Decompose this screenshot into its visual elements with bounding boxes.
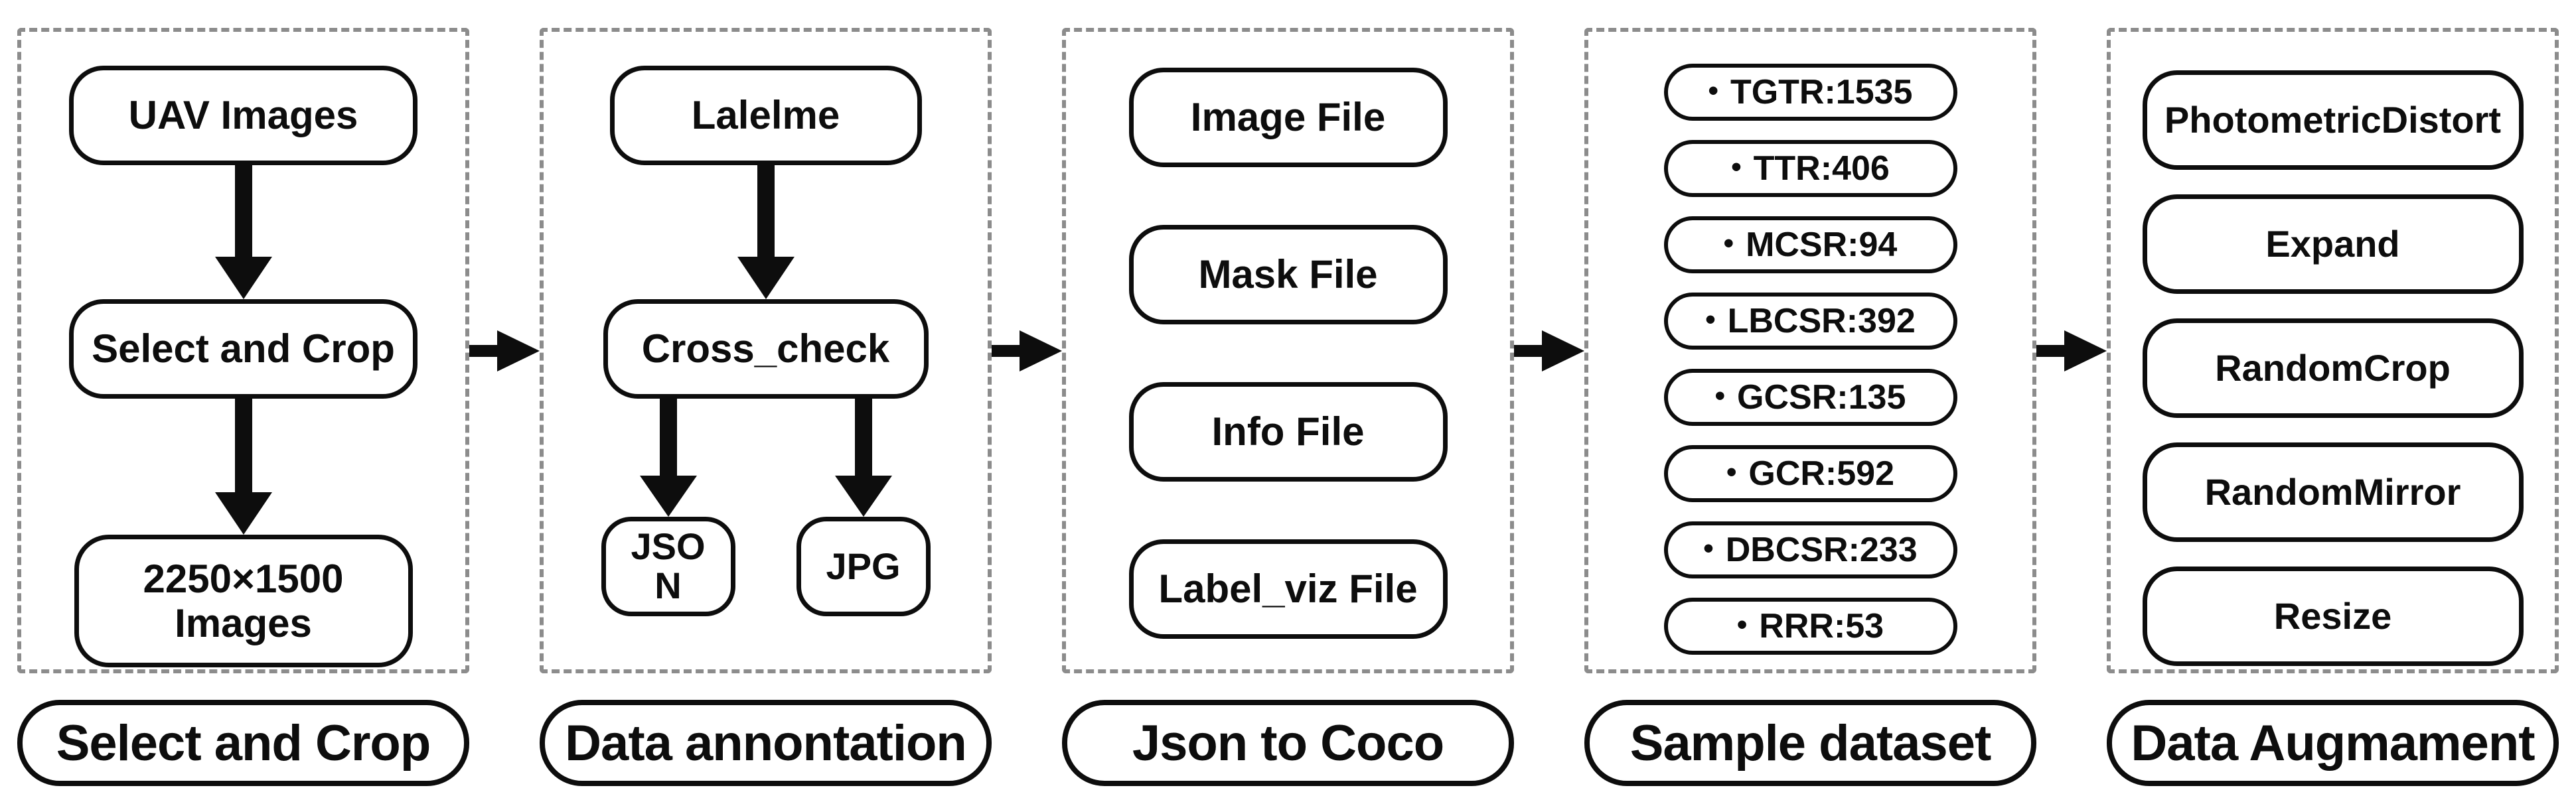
arrow-down-icon — [214, 165, 272, 299]
arrow-down-icon — [737, 165, 795, 299]
stage-select-and-crop: UAV Images Select and Crop 2250×1500 Ima… — [17, 28, 469, 786]
stage-label-json-to-coco-text: Json to Coco — [1132, 714, 1444, 771]
node-random-mirror-label: RandomMirror — [2204, 470, 2461, 513]
class-count-label: GCSR:135 — [1737, 378, 1906, 417]
node-select-and-crop: Select and Crop — [69, 299, 417, 399]
stage-json-to-coco-box: Image File Mask File Info File Label_viz… — [1062, 28, 1514, 673]
stage-json-to-coco: Image File Mask File Info File Label_viz… — [1062, 28, 1514, 786]
stage-label-select-and-crop: Select and Crop — [17, 700, 469, 786]
node-resize: Resize — [2142, 567, 2524, 666]
node-jpg-label: JPG — [826, 545, 901, 587]
stage-label-data-annontation: Data annontation — [540, 700, 992, 786]
stage-data-annontation-box: Lalelme Cross_check — [540, 28, 992, 673]
node-random-crop: RandomCrop — [2142, 318, 2524, 418]
arrow-right-icon — [1514, 330, 1584, 371]
node-2250x1500-images: 2250×1500 Images — [74, 535, 413, 667]
node-random-crop-label: RandomCrop — [2215, 346, 2451, 389]
stage-label-data-augmament: Data Augmament — [2107, 700, 2559, 786]
stage-label-json-to-coco: Json to Coco — [1062, 700, 1514, 786]
node-json-label: JSON — [631, 525, 706, 606]
stage-label-data-augmament-text: Data Augmament — [2131, 714, 2535, 771]
node-label-viz-file-label: Label_viz File — [1158, 567, 1418, 612]
node-labelme: Lalelme — [609, 66, 922, 165]
class-count-label: LBCSR:392 — [1727, 302, 1916, 340]
stage-connector — [1514, 28, 1584, 673]
bullet-icon: • — [1726, 456, 1737, 488]
bullet-icon: • — [1714, 379, 1726, 412]
node-class-count: • LBCSR:392 — [1663, 293, 1957, 350]
class-count-label: MCSR:94 — [1746, 226, 1898, 264]
stage-select-and-crop-box: UAV Images Select and Crop 2250×1500 Ima… — [17, 28, 469, 673]
node-json: JSON — [601, 517, 735, 616]
node-class-count: • RRR:53 — [1663, 598, 1957, 655]
node-uav-images: UAV Images — [69, 66, 417, 165]
node-2250x1500-images-label: 2250×1500 Images — [143, 556, 344, 645]
stage-sample-dataset: • TGTR:1535 • TTR:406 • MCSR:94 • LBCSR:… — [1584, 28, 2036, 786]
arrow-right-icon — [469, 330, 540, 371]
arrow-right-icon — [2036, 330, 2107, 371]
cross-check-fork: JSON JPG — [601, 399, 931, 616]
node-class-count: • MCSR:94 — [1663, 216, 1957, 273]
stage-label-sample-dataset: Sample dataset — [1584, 700, 2036, 786]
stage-label-sample-dataset-text: Sample dataset — [1629, 714, 1992, 771]
node-info-file: Info File — [1128, 382, 1448, 482]
node-mask-file: Mask File — [1128, 225, 1448, 324]
node-resize-label: Resize — [2273, 594, 2392, 637]
node-select-and-crop-label: Select and Crop — [92, 326, 395, 371]
node-image-file-label: Image File — [1190, 95, 1386, 140]
node-class-count: • TTR:406 — [1663, 140, 1957, 197]
node-photometric-distort: PhotometricDistort — [2142, 70, 2524, 170]
bullet-icon: • — [1703, 532, 1714, 565]
node-mask-file-label: Mask File — [1198, 252, 1378, 297]
stage-label-select-and-crop-text: Select and Crop — [56, 714, 431, 771]
node-class-count: • TGTR:1535 — [1663, 64, 1957, 121]
stage-connector — [2036, 28, 2107, 673]
class-count-label: DBCSR:233 — [1725, 531, 1918, 569]
bullet-icon: • — [1731, 151, 1742, 183]
arrow-down-icon — [834, 399, 892, 517]
node-image-file: Image File — [1128, 68, 1448, 167]
node-cross-check-label: Cross_check — [641, 326, 890, 371]
stage-label-data-annontation-text: Data annontation — [565, 714, 967, 771]
stage-data-annontation: Lalelme Cross_check — [540, 28, 992, 786]
arrow-down-icon — [214, 399, 272, 535]
bullet-icon: • — [1708, 74, 1718, 107]
node-cross-check: Cross_check — [603, 299, 929, 399]
stage-connector — [469, 28, 540, 673]
node-class-count: • DBCSR:233 — [1663, 521, 1957, 578]
node-label-viz-file: Label_viz File — [1128, 539, 1448, 639]
arrow-down-icon — [639, 399, 697, 517]
stage-data-augmament-box: PhotometricDistort Expand RandomCrop Ran… — [2107, 28, 2559, 673]
node-labelme-label: Lalelme — [691, 93, 840, 138]
stage-sample-dataset-box: • TGTR:1535 • TTR:406 • MCSR:94 • LBCSR:… — [1584, 28, 2036, 673]
node-info-file-label: Info File — [1211, 409, 1365, 454]
class-count-label: GCR:592 — [1748, 454, 1895, 493]
fork-branch-jpg: JPG — [796, 399, 931, 616]
node-expand-label: Expand — [2265, 222, 2400, 265]
fork-branch-json: JSON — [601, 399, 735, 616]
node-photometric-distort-label: PhotometricDistort — [2164, 98, 2502, 141]
node-jpg: JPG — [796, 517, 931, 616]
stage-connector — [992, 28, 1062, 673]
node-class-count: • GCSR:135 — [1663, 369, 1957, 426]
bullet-icon: • — [1723, 227, 1734, 259]
class-count-label: RRR:53 — [1759, 607, 1884, 645]
node-class-count: • GCR:592 — [1663, 445, 1957, 502]
node-random-mirror: RandomMirror — [2142, 442, 2524, 542]
node-uav-images-label: UAV Images — [128, 93, 358, 138]
class-count-label: TTR:406 — [1753, 149, 1890, 188]
bullet-icon: • — [1736, 608, 1748, 641]
class-count-label: TGTR:1535 — [1730, 73, 1913, 111]
arrow-right-icon — [992, 330, 1062, 371]
node-expand: Expand — [2142, 194, 2524, 294]
bullet-icon: • — [1705, 303, 1716, 336]
stage-data-augmament: PhotometricDistort Expand RandomCrop Ran… — [2107, 28, 2559, 786]
